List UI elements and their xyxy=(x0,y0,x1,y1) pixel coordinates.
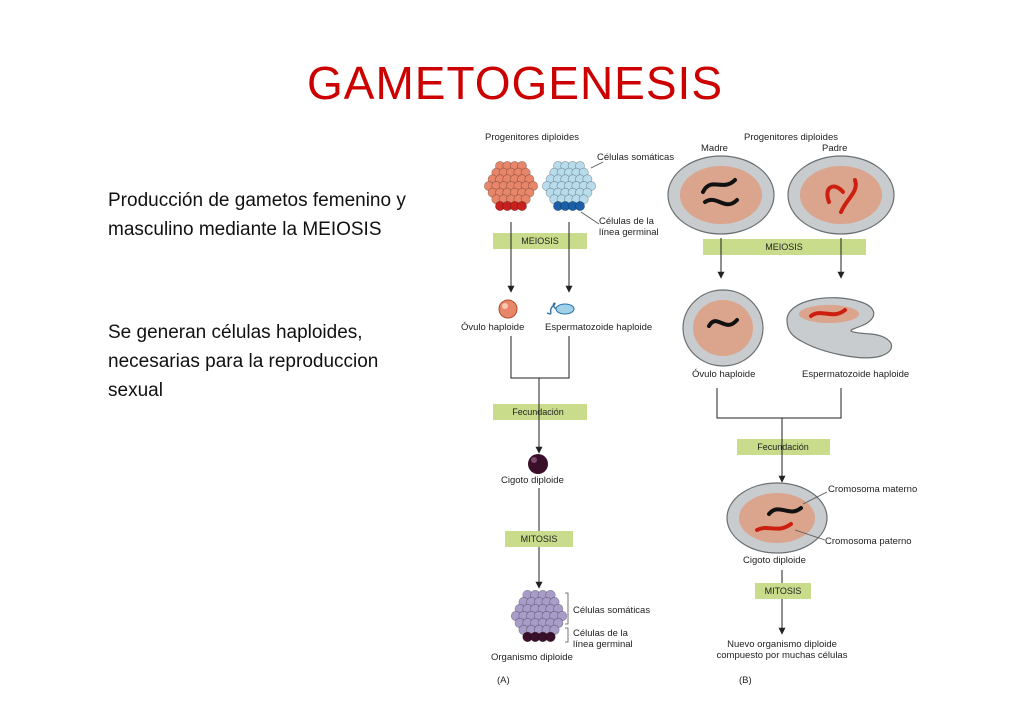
father-label: Padre xyxy=(822,143,847,154)
meiosis-box-b xyxy=(703,239,866,255)
ovule-label-a: Óvulo haploide xyxy=(461,322,524,333)
mitosis-box-b xyxy=(755,583,811,599)
mitosis-label-b: MITOSIS xyxy=(765,586,802,596)
zygote-label-b: Cigoto diploide xyxy=(743,555,806,566)
germline-pointer-line xyxy=(580,211,600,225)
slide-title: GAMETOGENESIS xyxy=(306,57,724,109)
fertilization-box-b xyxy=(737,439,830,455)
mother-cell xyxy=(667,155,775,235)
ovule-label-b: Óvulo haploide xyxy=(692,369,755,380)
organism-somatic-label: Células somáticas xyxy=(573,605,650,616)
germline-label-1: Células de la xyxy=(599,216,655,227)
meiosis-label-b: MEIOSIS xyxy=(765,242,803,252)
zygote-cell-a xyxy=(528,454,548,474)
zygote-cell-b xyxy=(726,482,828,554)
new-organism-label-2: compuesto por muchas células xyxy=(717,650,848,661)
panel-a-tag: (A) xyxy=(497,675,510,686)
organism-germline-label-2: línea germinal xyxy=(573,639,633,650)
new-organism-label-1: Nuevo organismo diploide xyxy=(727,639,837,650)
sperm-label-a: Espermatozoide haploide xyxy=(545,322,652,333)
zygote-highlight xyxy=(531,457,537,463)
fertilization-join-line-b xyxy=(716,388,842,419)
sperm-cell-b xyxy=(786,297,893,359)
organism-germline-bracket xyxy=(565,627,569,643)
organism-germ-cell xyxy=(545,631,556,643)
organism-somatic-bracket xyxy=(565,592,569,625)
paternal-pointer-line xyxy=(794,529,826,541)
female-progenitor-cluster xyxy=(484,161,538,211)
ovule-cell-b xyxy=(682,289,764,367)
mitosis-box-a xyxy=(505,531,573,547)
germline-label-2: línea germinal xyxy=(599,227,659,238)
male-progenitor-cluster xyxy=(542,161,596,211)
sperm-label-b: Espermatozoide haploide xyxy=(802,369,909,380)
gametogenesis-figure: Progenitores diploides Células somáticas… xyxy=(461,132,917,686)
sperm-cell-a xyxy=(546,302,575,315)
ovule-highlight xyxy=(502,303,508,309)
meiosis-label-a: MEIOSIS xyxy=(521,236,559,246)
diploid-organism-cluster xyxy=(510,590,568,643)
maternal-chromosome-label: Cromosoma materno xyxy=(828,484,917,495)
organism-germline-label-1: Células de la xyxy=(573,628,629,639)
panel-a: Progenitores diploides Células somáticas… xyxy=(461,132,674,686)
ovule-cell-a xyxy=(498,299,518,319)
panel-b-tag: (B) xyxy=(739,675,752,686)
panel-b: Progenitores diploides Madre Padre MEIOS… xyxy=(667,132,917,686)
female-germ-cell xyxy=(517,201,527,211)
meiosis-description: Producción de gametos femenino y masculi… xyxy=(108,190,406,240)
meiosis-box-a xyxy=(493,233,587,249)
haploid-description: Se generan células haploides, necesarias… xyxy=(108,322,379,401)
organism-label-a: Organismo diploide xyxy=(491,652,573,663)
fertilization-join-line-a xyxy=(510,336,570,379)
maternal-pointer-line xyxy=(802,491,828,505)
somatic-pointer-line xyxy=(590,161,604,169)
fertilization-label-b: Fecundación xyxy=(757,442,809,452)
mitosis-label-a: MITOSIS xyxy=(521,534,558,544)
father-cell xyxy=(787,155,895,235)
panel-a-progenitors-label: Progenitores diploides xyxy=(485,132,579,143)
fertilization-box-a xyxy=(493,404,587,420)
paternal-chromosome-label: Cromosoma paterno xyxy=(825,536,912,547)
zygote-label-a: Cigoto diploide xyxy=(501,475,564,486)
fertilization-label-a: Fecundación xyxy=(512,407,564,417)
somatic-cells-label: Células somáticas xyxy=(597,152,674,163)
mother-label: Madre xyxy=(701,143,728,154)
panel-b-progenitors-label: Progenitores diploides xyxy=(744,132,838,143)
male-germ-cell xyxy=(575,201,585,211)
